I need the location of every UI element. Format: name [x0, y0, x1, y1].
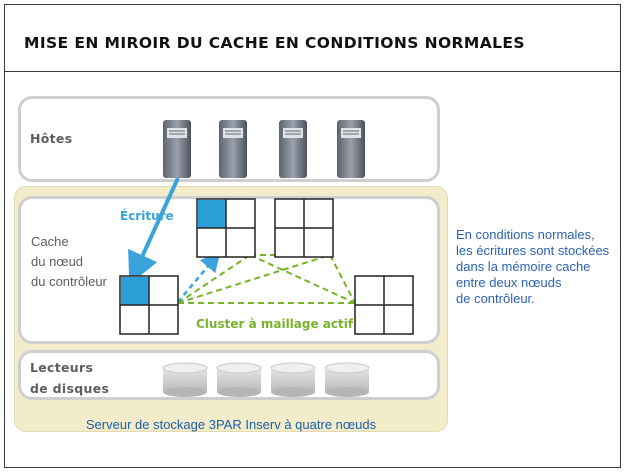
hosts-label: Hôtes — [30, 131, 73, 146]
cache-node-grid — [119, 275, 179, 335]
server-caption: Serveur de stockage 3PAR Inserv à quatre… — [85, 417, 377, 432]
cache-node-grid — [196, 198, 256, 258]
title-bar: MISE EN MIROIR DU CACHE EN CONDITIONS NO… — [4, 4, 621, 72]
write-label: Écriture — [120, 209, 174, 223]
mesh-links — [177, 254, 356, 304]
disk-cylinder-icon — [162, 362, 208, 397]
server-tower-icon — [219, 120, 247, 178]
figure-title: MISE EN MIROIR DU CACHE EN CONDITIONS NO… — [24, 34, 525, 52]
drives-label: Lecteurs de disques — [30, 360, 110, 396]
disk-cylinder-icon — [216, 362, 262, 397]
cache-node-grid — [354, 275, 414, 335]
side-note: En conditions normales, les écritures so… — [456, 227, 610, 306]
cache-label: Cache du nœud du contrôleur — [31, 234, 107, 289]
mirror-arrow — [177, 251, 221, 303]
cluster-label: Cluster à maillage actif — [196, 317, 354, 331]
server-tower-icon — [337, 120, 365, 178]
disk-cylinder-icon — [270, 362, 316, 397]
cache-node-grid — [274, 198, 334, 258]
write-arrow — [128, 177, 180, 285]
server-tower-icon — [279, 120, 307, 178]
disk-cylinder-icon — [324, 362, 370, 397]
server-tower-icon — [163, 120, 191, 178]
